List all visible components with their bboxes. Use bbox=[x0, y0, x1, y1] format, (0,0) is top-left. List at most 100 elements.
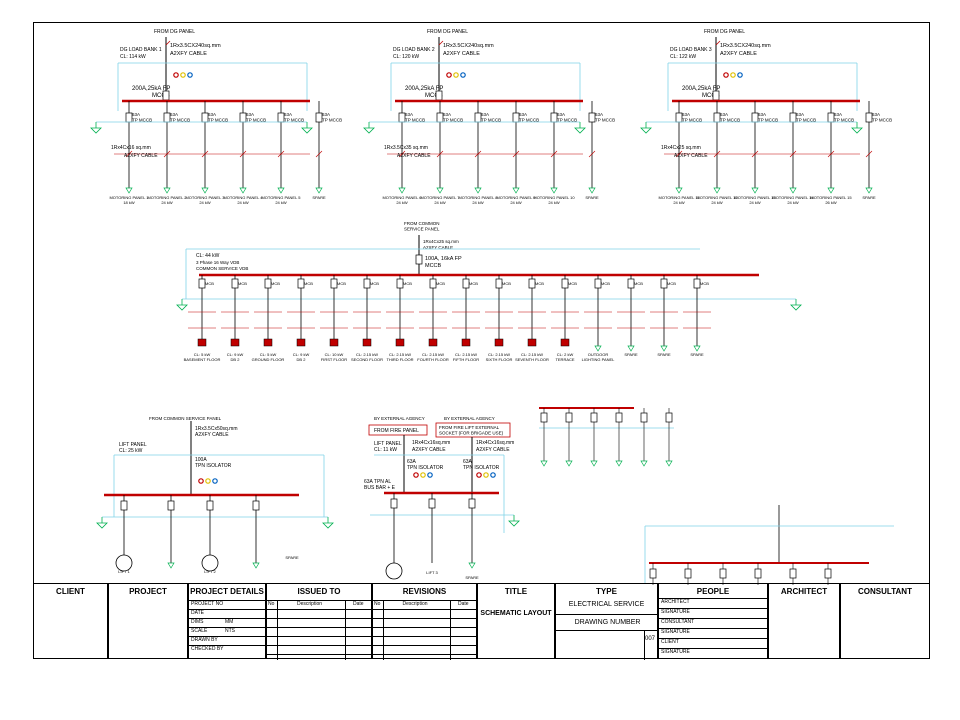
feeder-label: 24 kW bbox=[472, 200, 484, 205]
feeder-label: CL: 10 kW bbox=[325, 352, 344, 357]
earth-symbol bbox=[508, 520, 520, 527]
feeder-arrow bbox=[660, 345, 668, 352]
incomer-breaker: 200A,25kA FP bbox=[405, 86, 443, 92]
mccb-label: 63A bbox=[481, 112, 489, 117]
mcb-symbol bbox=[540, 412, 548, 423]
mcb-label: MCB bbox=[634, 281, 643, 286]
db-symbol bbox=[230, 338, 240, 347]
feeder-label: MOTORING PANEL 3 bbox=[185, 195, 225, 200]
feeder-label: MOTORING PANEL 13 bbox=[734, 195, 776, 200]
incomer-breaker-symbol bbox=[162, 90, 170, 101]
mcb-symbol bbox=[627, 278, 635, 289]
feeder-label: MOTORING PANEL 6 bbox=[382, 195, 422, 200]
mccb-label: TP MCCB bbox=[557, 118, 577, 123]
feeder-label: SPARE bbox=[657, 352, 671, 357]
panel-name: DG LOAD BANK 3 bbox=[670, 47, 712, 53]
mcb-symbol bbox=[649, 568, 657, 579]
cable-type-label: A2XFY CABLE bbox=[720, 51, 757, 57]
mcb-label: MCB bbox=[337, 281, 346, 286]
mccb-label: 63A bbox=[405, 112, 413, 117]
consultant-header: CONSULTANT bbox=[858, 587, 912, 596]
mccb-label: TP MCCB bbox=[758, 118, 778, 123]
feeder-label: MOTORING PANEL 7 bbox=[420, 195, 460, 200]
feeder-label: SPARE bbox=[862, 195, 876, 200]
column-header: Description bbox=[402, 601, 428, 607]
drawing-number: 007 bbox=[645, 636, 656, 642]
panel-load: CL: 44 kW bbox=[196, 253, 220, 259]
feeder-label: TERRACE bbox=[555, 357, 574, 362]
mcb-symbol bbox=[264, 278, 272, 289]
feeder-label: 18 kW bbox=[123, 200, 135, 205]
mccb-label: TP MCCB bbox=[481, 118, 501, 123]
mcb-symbol bbox=[693, 278, 701, 289]
feeder-arrow bbox=[827, 187, 835, 194]
cable-label: 1Rx4Cx16sq.mm bbox=[412, 440, 450, 446]
isolator-label: 100A bbox=[195, 457, 207, 463]
cable-mark bbox=[715, 40, 721, 46]
mccb-label: 63A bbox=[834, 112, 842, 117]
mccb-label: 63A bbox=[132, 112, 140, 117]
panel-load: CL: 120 kW bbox=[393, 54, 419, 60]
drawing-number-label: DRAWING NUMBER bbox=[574, 619, 641, 626]
project-detail-value: MM bbox=[225, 619, 234, 625]
feeder-label: CL: 2 kW bbox=[557, 352, 574, 357]
feeder-label: 24 kW bbox=[510, 200, 522, 205]
feeder-label: CL: 2.15 kW bbox=[389, 352, 411, 357]
earth-symbol bbox=[90, 127, 102, 134]
cable-label: 1Rx4Cx25 sq.mm bbox=[423, 239, 459, 244]
project-detail-row: PROJECT NO bbox=[189, 600, 267, 609]
mccb-symbol bbox=[865, 112, 873, 123]
feeder-label: CL: 5 kW bbox=[194, 352, 211, 357]
cable-label: 1Rx4Cx16sq.mm bbox=[476, 440, 514, 446]
out-cable-type-label: A2XFY CABLE bbox=[674, 153, 708, 159]
feeder-arrow bbox=[540, 460, 548, 467]
feeder-label: MOTORING PANEL 14 bbox=[772, 195, 814, 200]
feeder-label: SPARE bbox=[690, 352, 704, 357]
phase-indicator bbox=[173, 72, 179, 78]
db-symbol bbox=[494, 338, 504, 347]
phase-indicator bbox=[198, 478, 204, 484]
cable-label: 1Rx3.5CX240sq.mm bbox=[443, 43, 494, 49]
project-detail-label: CHECKED BY bbox=[191, 646, 224, 652]
feeder-label: SECOND FLOOR bbox=[351, 357, 383, 362]
mccb-label: TP MCCB bbox=[132, 118, 152, 123]
out-cable-label: 1Rx3.5Cx35 sq.mm bbox=[384, 145, 428, 151]
source-label: BY EXTERNAL AGENCY bbox=[374, 416, 425, 421]
cable-mark bbox=[315, 150, 323, 158]
feeder-label: LIFT 1 bbox=[118, 569, 130, 574]
project-detail-value: NTS bbox=[225, 628, 235, 634]
mcb-symbol bbox=[363, 278, 371, 289]
motor-symbol bbox=[385, 562, 403, 580]
feeder-label: CL: 2.15 kW bbox=[488, 352, 510, 357]
feeder-arrow bbox=[550, 187, 558, 194]
feeder-arrow bbox=[474, 187, 482, 194]
feeder-arrow bbox=[865, 187, 873, 194]
mccb-label: TP MCCB bbox=[405, 118, 425, 123]
mccb-label: TP MCCB bbox=[443, 118, 463, 123]
mcb-label: MCB bbox=[535, 281, 544, 286]
out-cable-type-label: A2XFY CABLE bbox=[124, 153, 158, 159]
mcb-label: MCB bbox=[568, 281, 577, 286]
cable-type-label: A2XFY CABLE bbox=[476, 447, 510, 453]
mccb-label: TP MCCB bbox=[284, 118, 304, 123]
panel-desc: 3 Phase 16 Way VDB bbox=[196, 260, 239, 265]
feeder-arrow bbox=[693, 345, 701, 352]
db-symbol bbox=[560, 338, 570, 347]
column-header: Date bbox=[458, 601, 469, 607]
incomer-breaker-type: MCCB bbox=[425, 93, 443, 99]
feeder-label: SPARE bbox=[585, 195, 599, 200]
isolator-label: TPN ISOLATOR bbox=[463, 465, 500, 471]
mcb-symbol bbox=[167, 500, 175, 511]
earth-symbol bbox=[322, 522, 334, 529]
feeder-label: LIFT 2 bbox=[204, 569, 216, 574]
issued-to-header: ISSUED TO bbox=[297, 587, 341, 596]
cable-type-label: A2XFY CABLE bbox=[195, 432, 229, 438]
mcb-label: MCB bbox=[667, 281, 676, 286]
feeder-label: 24 kW bbox=[199, 200, 211, 205]
phase-indicator bbox=[460, 72, 466, 78]
project-detail-label: DIMS bbox=[191, 619, 204, 625]
feeder-label: OUTDOOR bbox=[588, 352, 609, 357]
mcb-label: MCB bbox=[403, 281, 412, 286]
